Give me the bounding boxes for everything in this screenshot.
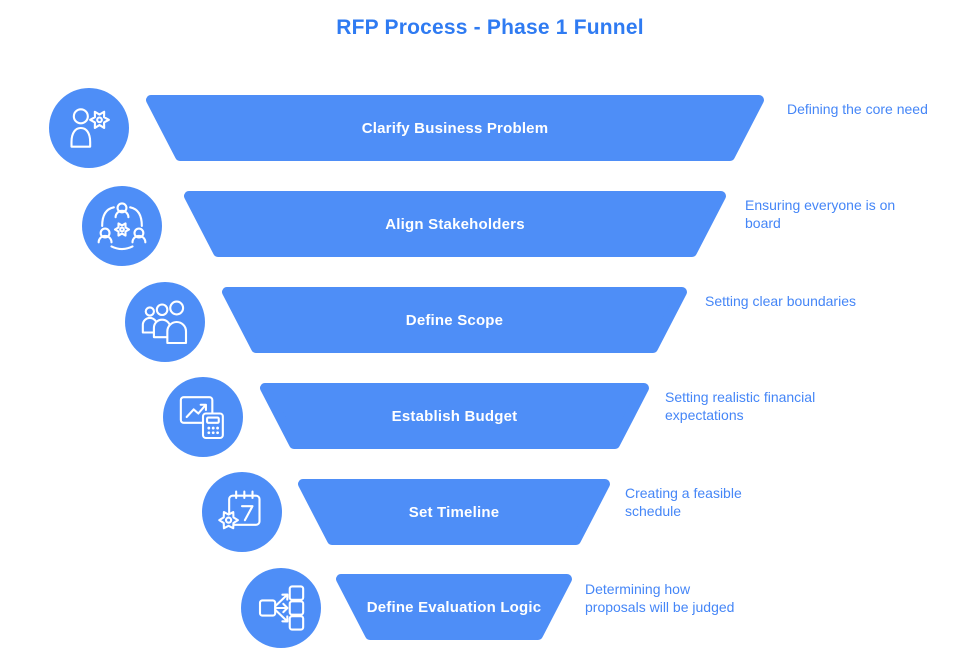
funnel-stage: Define Scope [221,287,688,354]
person-gear-icon [49,88,129,168]
funnel-stage: Align Stakeholders [183,191,727,258]
stage-annotation: Determining how proposals will be judged [585,581,735,615]
calendar-gear-icon [202,472,282,552]
stage-annotation: Setting realistic financial expectations [665,389,816,423]
stage-annotation: Ensuring everyone is on board [745,197,896,231]
stage-label: Clarify Business Problem [361,119,549,137]
stakeholders-network-icon [82,186,162,266]
people-group-icon [125,282,205,362]
page-title: RFP Process - Phase 1 Funnel [336,16,644,39]
funnel-stage: Clarify Business Problem [145,95,765,162]
stage-annotation: Defining the core need [787,101,928,117]
stage-label: Set Timeline [408,503,500,521]
funnel-stage: Set Timeline [297,479,611,546]
stage-label: Define Evaluation Logic [366,598,542,616]
stage-label: Align Stakeholders [385,215,525,233]
stage-label: Establish Budget [391,407,518,425]
funnel-stage: Define Evaluation Logic [335,574,573,641]
chart-calculator-icon [163,377,243,457]
stage-label: Define Scope [405,311,504,329]
stage-annotation: Setting clear boundaries [705,293,856,309]
funnel-stage: Establish Budget [259,383,650,450]
stage-annotation: Creating a feasible schedule [625,485,742,519]
branching-flow-icon [241,568,321,648]
